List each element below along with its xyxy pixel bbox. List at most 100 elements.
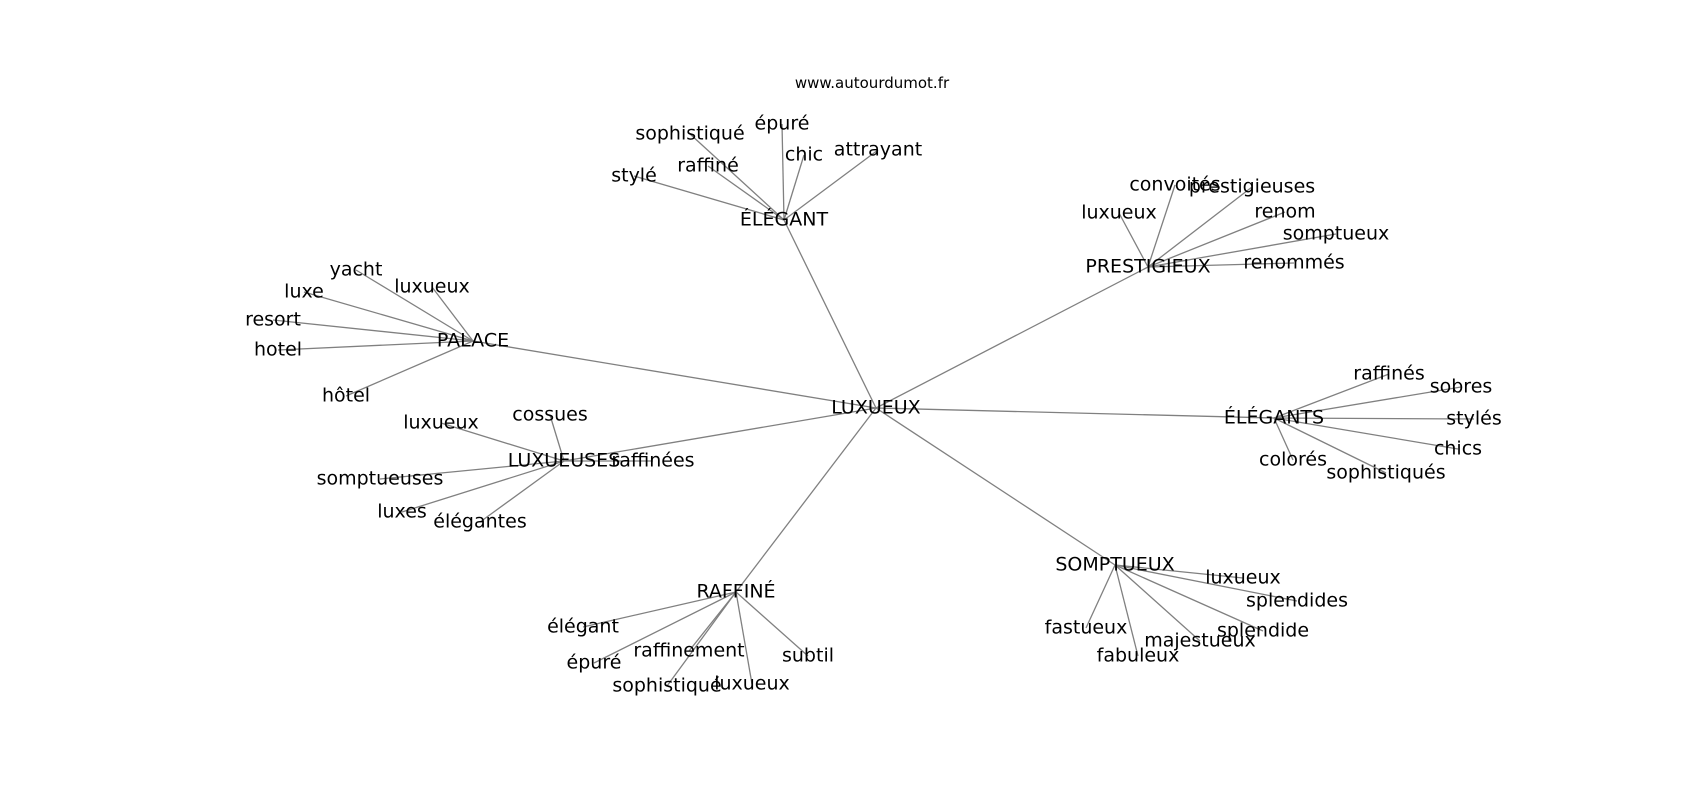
edge-elegants-raffines [1273, 373, 1390, 419]
edge-prestigieux-renommes [1147, 262, 1295, 268]
edge-raffine-sophistique [666, 591, 737, 687]
leaf-word-somptueux-fabuleux[interactable]: fabuleux [1096, 644, 1180, 667]
edge-elegant-attrayant [783, 149, 879, 221]
leaf-word-elegant-chic[interactable]: chic [784, 143, 824, 166]
edge-center-elegant [783, 219, 877, 409]
leaf-word-raffine-elegant[interactable]: élégant [547, 615, 619, 638]
hub-word-elegants[interactable]: ÉLÉGANTS [1223, 406, 1325, 429]
edge-luxueuses-cossues [549, 414, 565, 462]
edge-prestigieux-luxueux [1118, 212, 1149, 268]
edge-elegants-styles [1273, 417, 1475, 420]
leaf-word-somptueux-splendides[interactable]: splendides [1246, 589, 1348, 612]
leaf-word-prestigieux-convoites[interactable]: convoités [1129, 173, 1221, 196]
source-url[interactable]: www.autourdumot.fr [794, 74, 950, 92]
edge-center-somptueux [875, 407, 1116, 566]
edge-elegants-chics [1273, 417, 1459, 450]
edge-center-palace [472, 340, 877, 409]
edge-luxueuses-somptueuses [379, 460, 565, 480]
leaf-word-raffine-sophistique[interactable]: sophistiqué [612, 674, 722, 697]
edge-somptueux-splendides [1114, 564, 1298, 602]
edge-palace-yacht [355, 269, 474, 342]
edge-luxueuses-luxes [401, 460, 565, 513]
edge-somptueux-fabuleux [1114, 564, 1139, 657]
leaf-word-prestigieux-renommes[interactable]: renommés [1243, 251, 1345, 274]
edge-prestigieux-renom [1147, 211, 1286, 268]
leaf-word-raffine-subtil[interactable]: subtil [781, 644, 835, 667]
leaf-word-prestigieux-prestigieuses[interactable]: prestigieuses [1188, 175, 1316, 198]
leaf-word-raffine-raffinement[interactable]: raffinement [633, 639, 745, 662]
leaf-word-elegant-style[interactable]: stylé [611, 164, 657, 187]
edge-raffine-elegant [582, 591, 737, 628]
leaf-word-elegants-sobres[interactable]: sobres [1429, 375, 1493, 398]
edge-palace-luxe [303, 291, 474, 342]
leaf-word-somptueux-fastueux[interactable]: fastueux [1044, 616, 1128, 639]
hub-word-elegant[interactable]: ÉLÉGANT [739, 208, 829, 231]
edge-palace-hotel [277, 340, 474, 351]
leaf-word-luxueuses-luxes[interactable]: luxes [377, 500, 427, 523]
leaf-word-raffine-luxueux[interactable]: luxueux [714, 672, 790, 695]
leaf-word-palace-hotel[interactable]: hotel [253, 338, 303, 361]
hub-word-somptueux[interactable]: SOMPTUEUX [1055, 553, 1175, 576]
edge-elegants-sophistiques [1273, 417, 1387, 474]
hub-word-raffine[interactable]: RAFFINÉ [696, 580, 776, 603]
edge-raffine-subtil [735, 591, 809, 657]
edge-palace-hotel [345, 340, 474, 397]
leaf-word-somptueux-majestueux[interactable]: majestueux [1144, 629, 1256, 652]
edge-elegants-colores [1273, 417, 1294, 461]
edge-center-elegants [875, 407, 1275, 419]
edge-somptueux-luxueux [1114, 564, 1244, 579]
leaf-word-elegants-colores[interactable]: colorés [1259, 448, 1327, 471]
edge-prestigieux-convoites [1147, 184, 1176, 268]
leaf-word-palace-yacht[interactable]: yacht [329, 258, 383, 281]
leaf-word-palace-resort[interactable]: resort [245, 308, 301, 331]
leaf-word-raffine-epure[interactable]: épuré [566, 651, 622, 674]
edge-elegant-chic [783, 154, 805, 221]
leaf-word-prestigieux-luxueux[interactable]: luxueux [1081, 201, 1157, 224]
leaf-word-luxueuses-elegantes[interactable]: élégantes [433, 510, 527, 533]
edge-palace-resort [272, 319, 474, 342]
edge-center-raffine [735, 407, 877, 593]
center-word-luxueux[interactable]: LUXUEUX [831, 396, 921, 419]
edge-elegant-raffine [707, 165, 785, 221]
edge-center-prestigieux [875, 266, 1149, 409]
edge-elegants-sobres [1273, 386, 1462, 419]
edge-somptueux-splendide [1114, 564, 1264, 632]
edge-prestigieux-somptueux [1147, 233, 1337, 268]
edge-raffine-luxueux [735, 591, 753, 685]
edge-prestigieux-prestigieuses [1147, 186, 1253, 268]
leaf-word-elegant-attrayant[interactable]: attrayant [833, 138, 923, 161]
hub-word-palace[interactable]: PALACE [436, 329, 510, 352]
edge-elegant-sophistique [689, 133, 785, 221]
edge-luxueuses-luxueux [440, 422, 565, 462]
leaf-word-luxueuses-luxueux[interactable]: luxueux [403, 411, 479, 434]
leaf-word-elegant-sophistique[interactable]: sophistiqué [635, 122, 745, 145]
leaf-word-somptueux-luxueux[interactable]: luxueux [1205, 566, 1281, 589]
leaf-word-luxueuses-cossues[interactable]: cossues [512, 403, 588, 426]
edge-elegant-style [633, 175, 785, 221]
hub-word-luxueuses[interactable]: LUXUEUSES [507, 449, 621, 472]
leaf-word-elegant-epure[interactable]: épuré [754, 112, 810, 135]
hub-word-prestigieux[interactable]: PRESTIGIEUX [1085, 255, 1211, 278]
leaf-word-elegants-chics[interactable]: chics [1433, 437, 1483, 460]
leaf-word-elegants-sophistiques[interactable]: sophistiqués [1326, 461, 1446, 484]
edge-luxueuses-elegantes [479, 460, 565, 523]
leaf-word-elegants-styles[interactable]: stylés [1446, 407, 1502, 430]
edge-somptueux-majestueux [1114, 564, 1201, 642]
leaf-word-elegants-raffines[interactable]: raffinés [1353, 362, 1425, 385]
edge-elegant-epure [781, 123, 785, 221]
leaf-word-palace-luxueux[interactable]: luxueux [394, 275, 470, 298]
edge-raffine-epure [593, 591, 737, 664]
edge-palace-luxueux [431, 286, 474, 342]
leaf-word-luxueuses-somptueuses[interactable]: somptueuses [316, 467, 444, 490]
leaf-word-elegant-raffine[interactable]: raffiné [677, 154, 739, 177]
leaf-word-palace-hotel[interactable]: hôtel [321, 384, 371, 407]
leaf-word-luxueuses-raffinees[interactable]: raffinées [611, 449, 695, 472]
leaf-word-prestigieux-somptueux[interactable]: somptueux [1282, 222, 1390, 245]
leaf-word-somptueux-splendide[interactable]: splendide [1216, 619, 1310, 642]
edge-center-luxueuses [563, 407, 877, 462]
leaf-word-prestigieux-renom[interactable]: renom [1254, 200, 1316, 223]
edge-somptueux-fastueux [1085, 564, 1116, 629]
leaf-word-palace-luxe[interactable]: luxe [284, 280, 324, 303]
